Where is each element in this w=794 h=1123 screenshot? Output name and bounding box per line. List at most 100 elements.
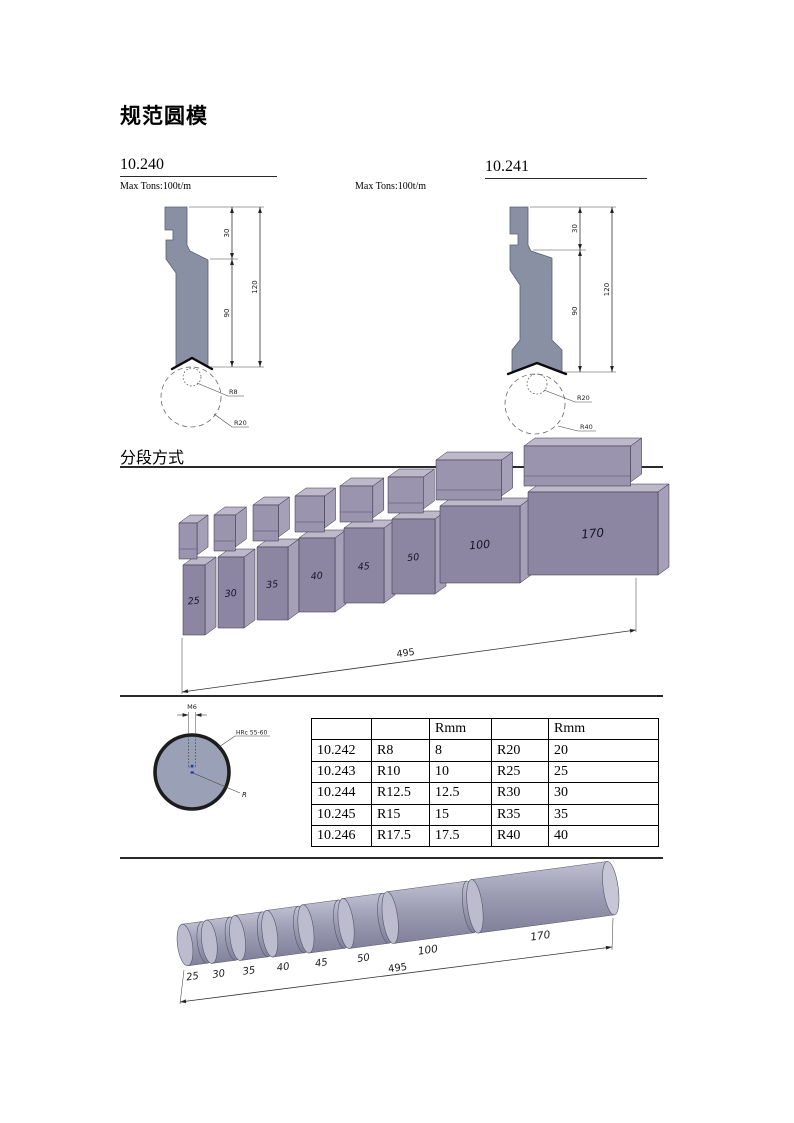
total-length-label: 495: [396, 647, 415, 660]
dim-arrow: [578, 207, 582, 213]
dim-label: 120: [251, 280, 259, 293]
size-table: Rmm Rmm 10.242 R8 8 R20 20 10.243 R10 10…: [311, 717, 659, 848]
rod-front-face: [466, 879, 484, 934]
table-row: 10.243 R10 10 R25 25: [311, 760, 659, 784]
rod-segment: 170: [466, 861, 620, 944]
tang-front-face: [435, 459, 502, 501]
rod-length-label: 50: [356, 952, 370, 965]
max-tons-left: Max Tons:100t/m: [120, 181, 192, 192]
tang-front-face: [523, 445, 631, 487]
die-segment-block: 25: [178, 514, 217, 636]
dim-arrow: [578, 366, 582, 372]
table-cell: 25: [548, 760, 659, 784]
table-cell: R15: [371, 803, 430, 826]
drawing-line: [179, 969, 185, 1005]
block-front-face: [343, 527, 385, 604]
outer-radius-label: R40: [580, 423, 593, 431]
rod-length-label: 25: [185, 971, 199, 984]
dim-arrow: [182, 713, 189, 717]
die-segment-block: 30: [213, 506, 256, 629]
rod-length-label: 40: [276, 961, 290, 974]
rod-segment: 35: [229, 911, 274, 978]
block-side-face: [243, 548, 256, 629]
section-header-10-241: 10.241: [485, 158, 647, 179]
dim-arrow: [180, 999, 187, 1004]
table-cell: R30: [491, 782, 549, 805]
block-side-face: [204, 556, 217, 636]
dim-arrow: [578, 244, 582, 250]
dim-label: 120: [603, 283, 611, 296]
table-cell: 35: [548, 803, 659, 826]
leader-line: [543, 389, 592, 403]
table-header-row: Rmm Rmm: [311, 717, 659, 741]
die-code-right: 10.241: [485, 158, 529, 175]
dim-arrow: [230, 207, 234, 213]
table-cell: [491, 717, 549, 741]
table-row: 10.245 R15 15 R35 35: [311, 803, 659, 826]
inner-radius-circle: [182, 367, 202, 387]
rod-front-face: [261, 910, 279, 958]
table-cell: 15: [429, 803, 492, 826]
die-profile-shape: [164, 206, 209, 368]
dim-arrow: [629, 628, 636, 633]
table-cell: 10: [429, 760, 492, 784]
segmentation-heading: 分段方式: [120, 450, 185, 467]
die-v-notch: [170, 356, 214, 371]
dim-arrow: [230, 253, 234, 259]
drawing-line: [192, 772, 241, 794]
die-segment-block: 40: [294, 487, 347, 613]
total-length-label: 495: [388, 962, 408, 975]
section-header-10-240: 10.240: [120, 156, 277, 177]
rod-front-face: [201, 919, 218, 964]
table-cell: 40: [548, 824, 659, 848]
rod-end-cap: [602, 861, 620, 916]
block-length-label: 25: [187, 596, 200, 608]
dim-arrow: [182, 689, 189, 694]
tang-front-face: [339, 485, 374, 523]
table-cell: 10.244: [311, 782, 372, 805]
rod-front-face: [337, 898, 355, 949]
table-cell: [311, 717, 372, 741]
table-row: 10.242 R8 8 R20 20: [311, 739, 659, 762]
table-cell: 10.242: [311, 739, 372, 762]
center-mark: [190, 764, 194, 768]
leader-line: [213, 413, 249, 428]
leader-line: [196, 382, 244, 397]
drawing-line: [611, 917, 614, 951]
table-cell: 12.5: [429, 782, 492, 805]
block-length-label: 30: [224, 588, 237, 600]
tang-front-face: [387, 476, 424, 514]
outer-radius-circle: [160, 366, 222, 428]
inner-radius-label: R20: [577, 394, 590, 402]
table-cell: 8: [429, 739, 492, 762]
table-cell: R40: [491, 824, 549, 848]
block-front-face: [256, 546, 289, 621]
table-cell: R35: [491, 803, 549, 826]
dim-label: 90: [223, 309, 231, 318]
dim-arrow: [230, 259, 234, 265]
block-front-face: [527, 491, 659, 576]
rod-segment: 100: [381, 880, 479, 958]
block-side-face: [657, 483, 670, 576]
table-cell: R25: [491, 760, 549, 784]
dim-arrow: [195, 713, 202, 717]
table-row: 10.244 R12.5 12.5 R30 30: [311, 782, 659, 805]
table-cell: 10.243: [311, 760, 372, 784]
tang-top-face: [523, 437, 643, 447]
rod-body: [386, 880, 475, 944]
block-front-face: [391, 518, 436, 595]
dim-label: 30: [223, 229, 231, 238]
dim-arrow: [610, 207, 614, 213]
table-cell: R8: [371, 739, 430, 762]
rod-length-label: 45: [314, 957, 328, 970]
drawing-line: [181, 629, 637, 693]
drawing-line: [179, 946, 613, 1003]
dim-arrow: [230, 361, 234, 367]
die-v-notch: [506, 361, 568, 376]
table-cell: 10.245: [311, 803, 372, 826]
table-cell: R20: [491, 739, 549, 762]
